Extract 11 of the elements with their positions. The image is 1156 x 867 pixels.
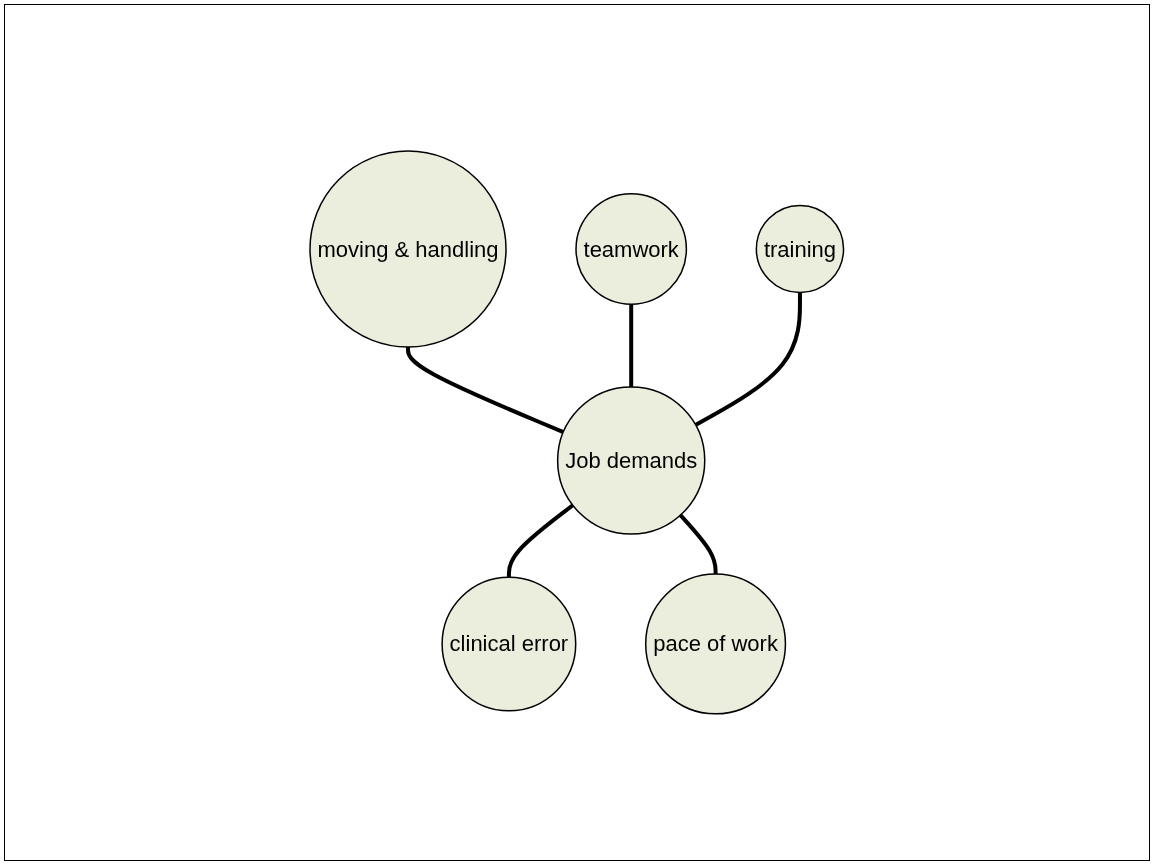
node-circle: moving & handling xyxy=(309,150,507,348)
connector xyxy=(679,513,718,575)
node-circle: Job demands xyxy=(557,386,706,535)
node-circle: pace of work xyxy=(645,573,787,715)
connector xyxy=(406,347,565,435)
node-circle: training xyxy=(755,204,845,294)
connector xyxy=(694,292,803,427)
connector xyxy=(629,304,634,388)
connector xyxy=(507,503,575,578)
node-circle: clinical error xyxy=(441,576,577,712)
node-circle: teamwork xyxy=(575,193,688,305)
